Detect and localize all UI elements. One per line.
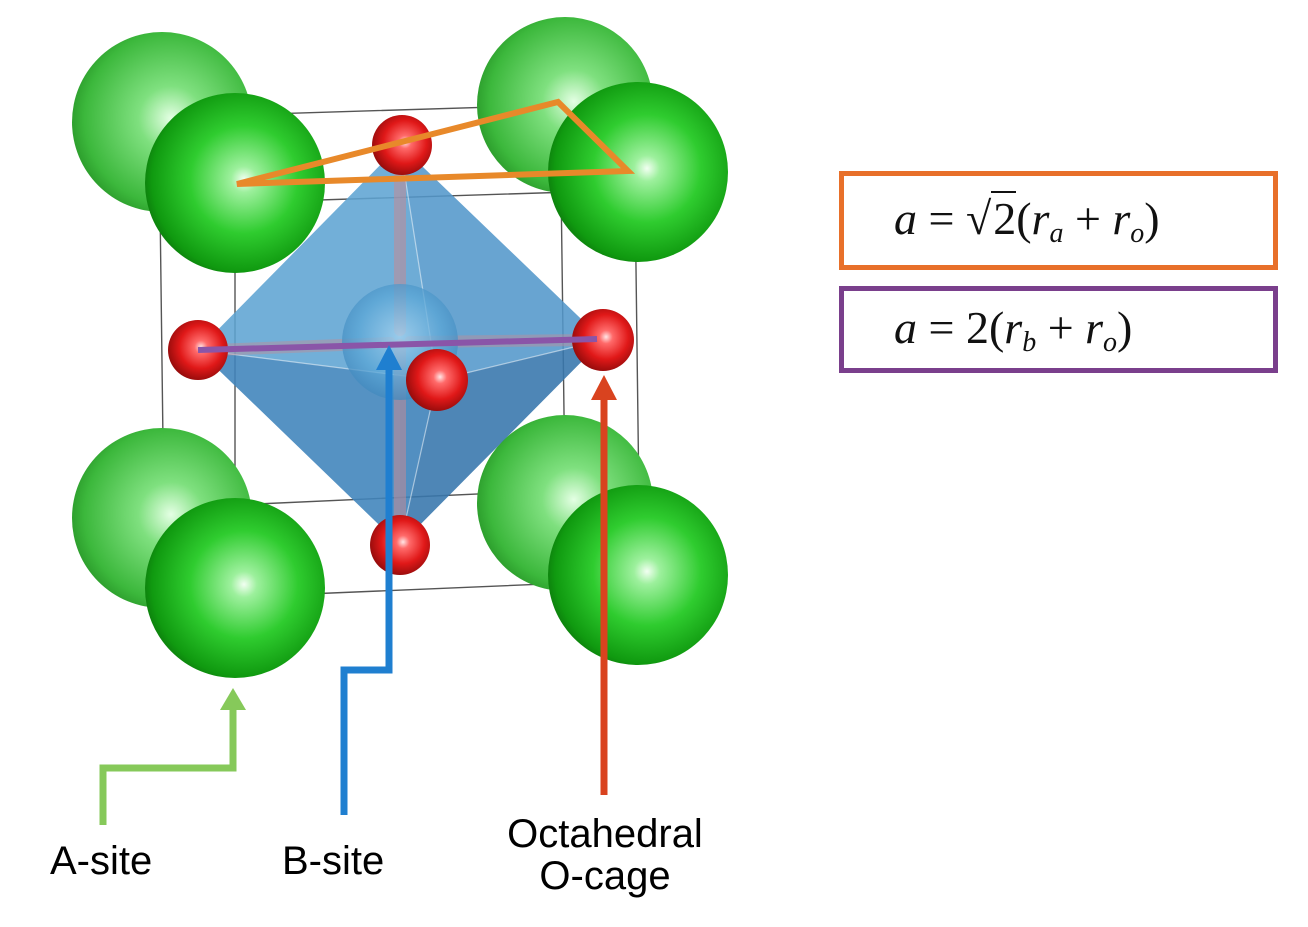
a-site-spheres-front xyxy=(145,82,728,678)
oxygen-bottom xyxy=(370,515,430,575)
a-site-arrow xyxy=(99,688,246,825)
a-site-triangle xyxy=(236,98,636,187)
equation-b-site: a = 2(rb + ro) xyxy=(839,286,1278,373)
equation-a-site-text: a = √2(ra + ro) xyxy=(894,190,1160,249)
b-site-line xyxy=(197,336,598,353)
equation-b-site-text: a = 2(rb + ro) xyxy=(894,301,1133,358)
o-cage-label-line2: O-cage xyxy=(539,854,671,898)
o-cage-label: Octahedral O-cage xyxy=(494,813,716,897)
b-site-label: B-site xyxy=(282,839,385,883)
sqrt-symbol: √2 xyxy=(965,190,1017,244)
oxygen-front xyxy=(406,349,468,411)
oxygen-spheres xyxy=(168,115,634,575)
equation-a-site: a = √2(ra + ro) xyxy=(839,171,1278,270)
o-cage-label-line1: Octahedral xyxy=(507,812,703,856)
oxygen-top xyxy=(372,115,432,175)
a-site-label: A-site xyxy=(50,839,153,883)
b-site-arrow xyxy=(340,345,402,815)
oxygen-right xyxy=(572,309,634,371)
o-cage-arrow xyxy=(591,375,617,795)
